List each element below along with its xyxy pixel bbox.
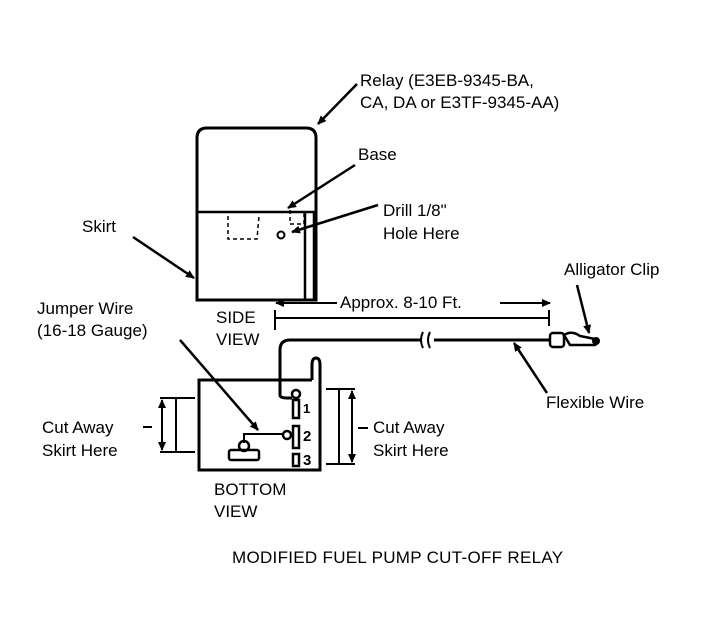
base-label: Base [358, 145, 397, 164]
relay-leader-arrow [317, 83, 358, 125]
cut-left-label-line2: Skirt Here [42, 441, 118, 460]
terminal-2-blade [291, 424, 301, 450]
wire-break-symbol [420, 331, 431, 349]
relay-side-view [195, 126, 318, 302]
skirt-leader-arrow [132, 235, 195, 280]
flexible-wire-label: Flexible Wire [546, 393, 644, 412]
cut-away-right-dimension [326, 388, 368, 465]
terminal-1-label: 1 [303, 401, 310, 416]
relay-bottom-view [197, 356, 322, 472]
base-leader-arrow [287, 163, 356, 210]
cut-left-label-line1: Cut Away [42, 418, 114, 437]
base-hidden-outline [227, 215, 260, 240]
drill-label-line1: Drill 1/8" [383, 201, 447, 220]
terminal-2-label: 2 [303, 428, 311, 445]
terminal-3-blade [291, 452, 301, 468]
jumper-label-line1: Jumper Wire [37, 299, 133, 318]
cut-right-label-line1: Cut Away [373, 418, 445, 437]
flexible-wire-segment-1 [278, 338, 420, 395]
relay-body-outline [195, 126, 318, 302]
terminal-2-pin [281, 429, 293, 441]
cut-right-label-line2: Skirt Here [373, 441, 449, 460]
alligator-clip-label: Alligator Clip [564, 260, 659, 279]
flexible-wire-leader-arrow [512, 342, 549, 394]
terminal-1-blade [291, 398, 301, 420]
jumper-label-line2: (16-18 Gauge) [37, 321, 148, 340]
drill-leader-arrow [291, 203, 379, 234]
side-view-label-line2: VIEW [216, 330, 259, 349]
bottom-view-label-line1: BOTTOM [214, 480, 286, 499]
skirt-label: Skirt [82, 217, 116, 236]
diagram-title: MODIFIED FUEL PUMP CUT-OFF RELAY [232, 548, 563, 567]
drill-label-line2: Hole Here [383, 224, 460, 243]
relay-label-line2: CA, DA or E3TF-9345-AA) [360, 93, 559, 112]
relay-label-line1: Relay (E3EB-9345-BA, [360, 71, 534, 90]
bottom-view-label-line2: VIEW [214, 502, 257, 521]
side-view-label-line1: SIDE [216, 308, 256, 327]
jumper-wire [243, 433, 283, 443]
drill-hole [276, 230, 286, 240]
terminal-3-label: 3 [303, 452, 311, 469]
approx-length-label: Approx. 8-10 Ft. [340, 293, 462, 312]
cut-away-left-dimension [143, 397, 195, 453]
alligator-clip [548, 331, 600, 349]
jumper-leader-arrow [179, 339, 259, 431]
terminal-1-pin [290, 388, 302, 400]
ground-pad [227, 448, 261, 462]
alligator-leader-arrow [575, 284, 591, 334]
wire-to-terminal-1 [278, 394, 292, 400]
bottom-outline [197, 356, 322, 472]
